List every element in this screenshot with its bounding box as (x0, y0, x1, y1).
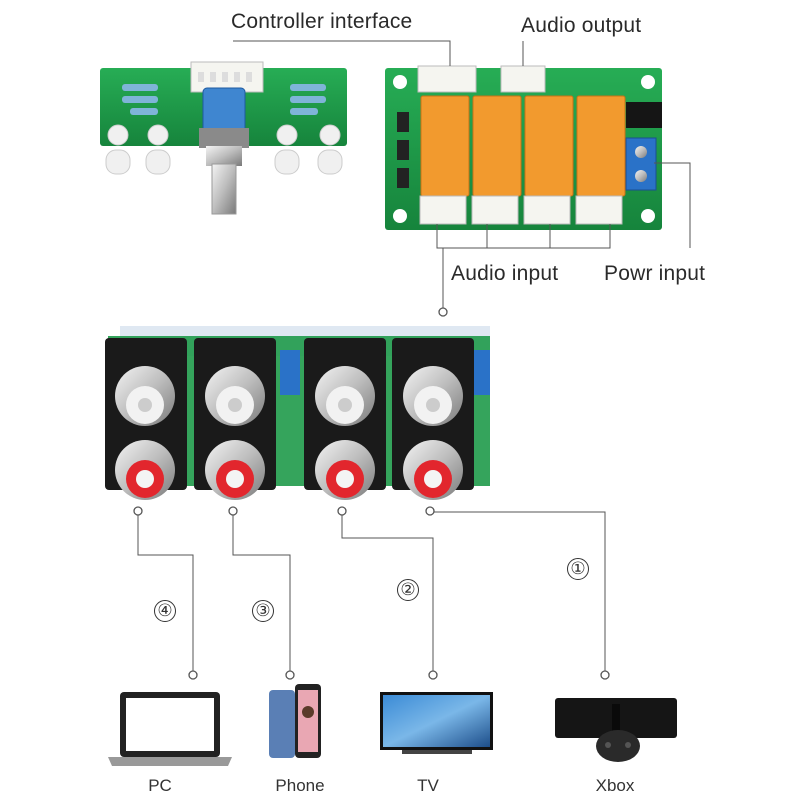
tv-icon (380, 692, 493, 754)
phone-icon (269, 684, 321, 758)
input-number-3: ③ (252, 600, 274, 622)
laptop-icon (108, 692, 232, 766)
input-number-1: ① (567, 558, 589, 580)
leader-lines-devices (137, 511, 606, 672)
resistors-left (122, 84, 158, 115)
leader-line-dots (133, 307, 610, 680)
relays (420, 95, 626, 197)
relay-board (385, 65, 662, 230)
device-label-pc: PC (148, 776, 172, 795)
input-number-4: ④ (154, 600, 176, 622)
controller-interface-label: Controller interface (231, 10, 413, 33)
power-input-label: Powr input (604, 262, 706, 285)
input-number-2: ② (397, 579, 419, 601)
audio-output-label: Audio output (521, 14, 642, 37)
console-icon (555, 698, 677, 762)
rca-white-jacks (115, 366, 463, 426)
device-label-tv: TV (417, 776, 439, 795)
controller-board (100, 61, 347, 215)
rca-red-jacks (115, 440, 463, 500)
device-label-xbox: Xbox (595, 776, 635, 795)
leader-lines-top (233, 40, 691, 312)
resistors-right (290, 84, 326, 115)
audio-input-label: Audio input (451, 262, 559, 285)
rca-jack-block (105, 326, 490, 500)
device-label-phone: Phone (275, 776, 325, 795)
